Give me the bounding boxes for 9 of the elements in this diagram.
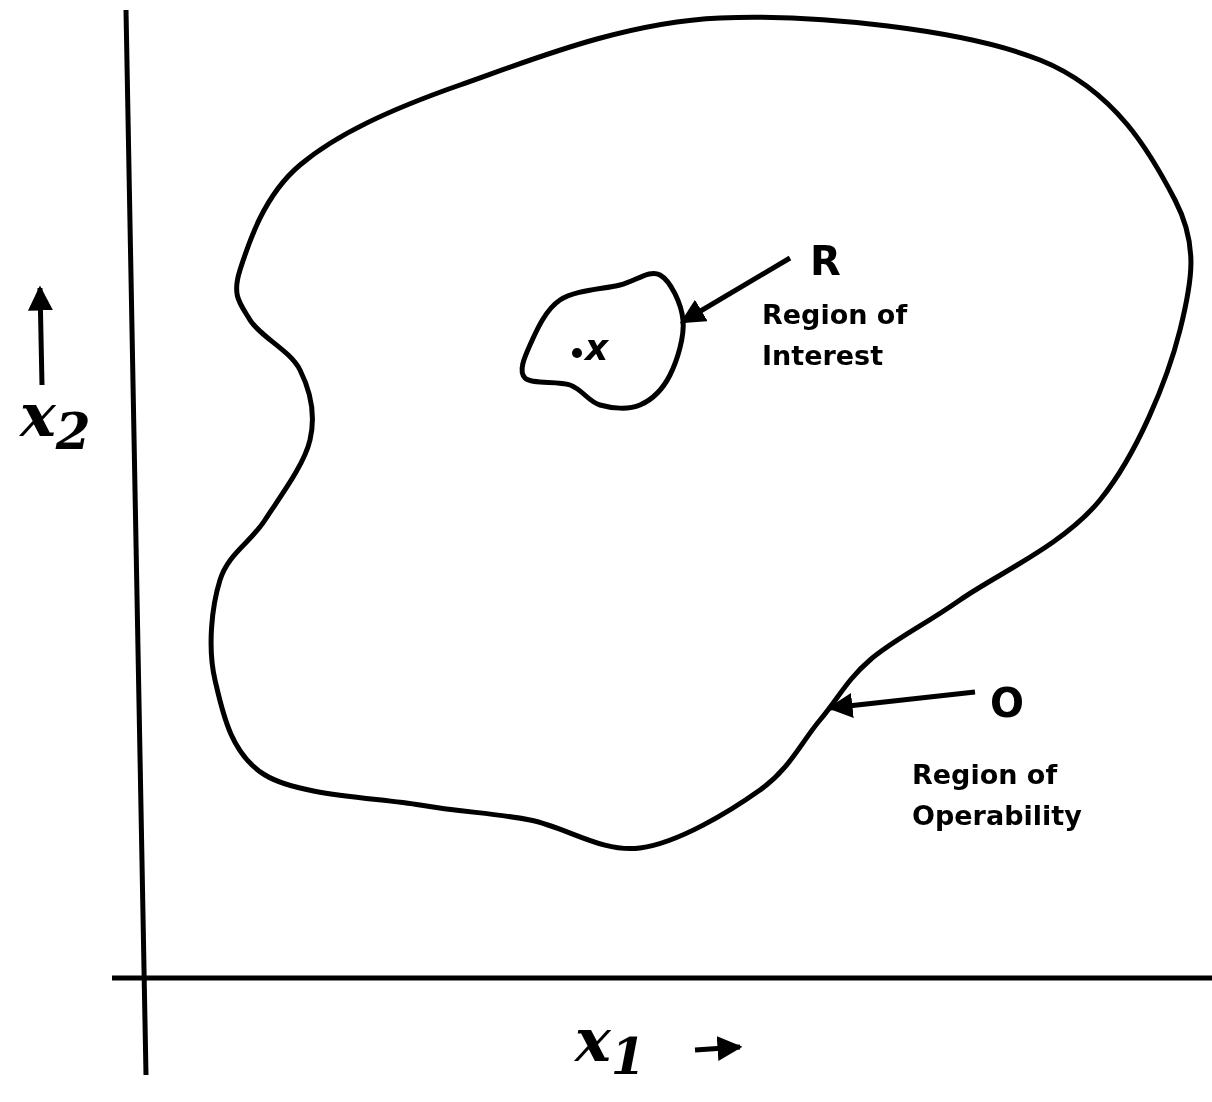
point-label: x (585, 327, 609, 368)
leader-arrow (827, 689, 976, 718)
axis-label: x$_{2}$ (20, 380, 91, 461)
region-label: Region of Operability (912, 758, 1083, 833)
callout-letter: R (810, 238, 841, 284)
region-label: Region of Interest (762, 298, 909, 373)
axis-label: x$_{1}$ (575, 1005, 646, 1086)
leader-arrow (679, 255, 792, 325)
callout-letter: O (990, 680, 1024, 726)
